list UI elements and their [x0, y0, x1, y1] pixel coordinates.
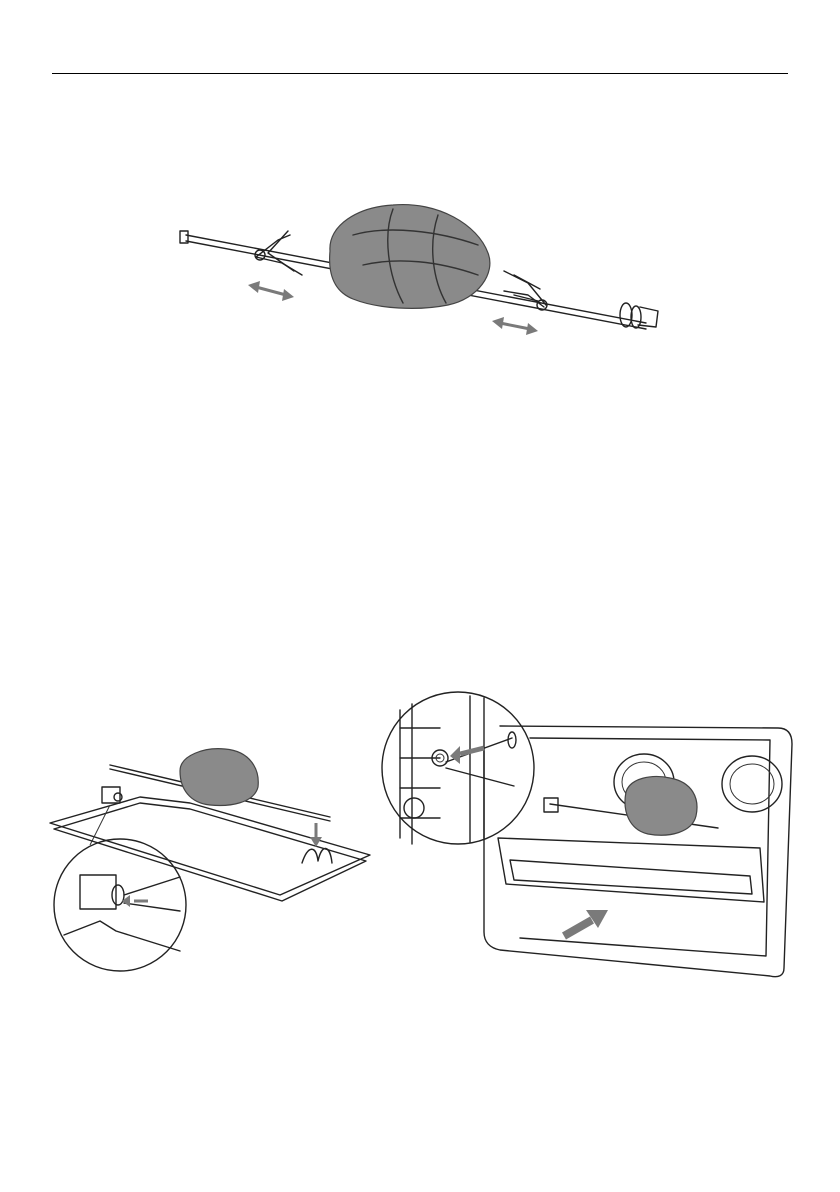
spit-inserted-in-oven-illustration: [380, 688, 800, 980]
insert-down-arrow-icon: [310, 823, 322, 847]
header-rule: [52, 73, 788, 74]
spit-fork-assembly-illustration: [178, 195, 668, 335]
motor-coupling-icon: [102, 787, 122, 803]
insert-arrow-icon: [564, 910, 608, 936]
right-adjust-arrow-icon: [492, 317, 538, 335]
detail-zoom-icon: [54, 839, 186, 971]
meat-icon: [625, 777, 697, 836]
detail-zoom-icon: [382, 692, 534, 844]
spit-handle-icon: [620, 303, 658, 328]
spit-on-support-frame-illustration: [40, 735, 380, 975]
left-adjust-arrow-icon: [248, 281, 294, 301]
right-fork-icon: [504, 271, 547, 310]
meat-icon: [180, 749, 258, 806]
support-frame: [50, 797, 370, 895]
meat-icon: [330, 205, 490, 309]
